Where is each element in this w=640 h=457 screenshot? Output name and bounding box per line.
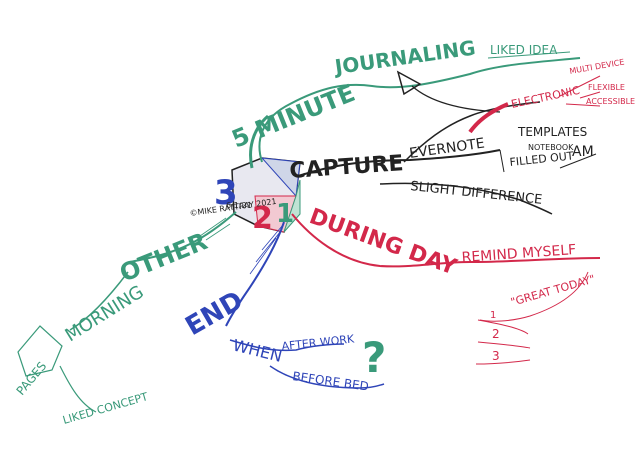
central-node: 3 2 1 6/1/21 ©MIKE RATTRAY 2021 (189, 157, 301, 236)
before-bed-line (269, 365, 385, 389)
label-when: WHEN (231, 335, 284, 366)
pages-box (17, 325, 63, 377)
label-during-day: DURING DAY (306, 204, 461, 281)
label-after-work: AFTER WORK (281, 332, 356, 353)
label-templates: TEMPLATES (517, 125, 587, 139)
label-morning: MORNING (62, 282, 148, 347)
list-item-3: 3 (492, 349, 500, 363)
capture-branch-line (297, 149, 501, 177)
great-today-line (479, 271, 589, 322)
label-notebook: NOTEBOOK (528, 143, 574, 152)
label-great-today: "GREAT TODAY" (509, 272, 596, 309)
liked-idea-underline (487, 51, 571, 59)
branch-end: END WHEN AFTER WORK BEFORE BED ? (181, 221, 386, 394)
label-slight-difference: SLIGHT DIFFERENCE (410, 179, 543, 208)
journaling-branch-line (258, 57, 581, 163)
center-number: 3 (214, 173, 238, 213)
slight-difference-line (379, 182, 553, 215)
end-branch-line (225, 221, 285, 327)
end-branch-hatch (249, 225, 283, 275)
label-remind-myself: REMIND MYSELF (461, 242, 577, 266)
label-am: AM (572, 144, 594, 160)
center-green-hatch (283, 179, 301, 233)
center-number-green: 1 (276, 199, 294, 229)
center-number-red: 2 (252, 201, 273, 236)
electronic-sub-lines (559, 75, 601, 107)
center-date: 6/1/21 (226, 201, 252, 210)
label-flexible: FLEXIBLE (588, 83, 625, 92)
other-branch-line (129, 211, 237, 263)
morning-line (69, 271, 129, 331)
label-electronic: ELECTRONIC (510, 84, 581, 111)
list-item-2: 2 (492, 327, 500, 341)
label-capture: CAPTURE (289, 151, 405, 184)
list-item-1: 1 (490, 310, 496, 321)
liked-concept-line (59, 365, 97, 413)
label-liked-concept: LIKED CONCEPT (61, 390, 149, 427)
electronic-branch-line (468, 102, 509, 134)
arrow-head-icon (396, 70, 422, 96)
list-lines (475, 319, 531, 365)
label-multi-device: MULTI DEVICE (569, 57, 625, 76)
label-before-bed: BEFORE BED (292, 369, 370, 394)
label-pages: PAGES (14, 359, 50, 398)
five-minute-branch-thick (249, 114, 270, 169)
label-other: OTHER (116, 227, 212, 287)
during-day-branch-line (291, 213, 601, 268)
arrow-shaft (411, 85, 501, 113)
capture-to-arrow-line (403, 101, 541, 163)
label-accessible: ACCESSIBLE (586, 97, 635, 106)
label-five-minute: 5 MINUTE (228, 79, 359, 154)
label-journaling: JOURNALING (331, 35, 477, 79)
center-blue-hatch (260, 157, 301, 198)
templates-links (499, 149, 597, 173)
other-branch-hatch (199, 217, 231, 241)
label-end: END (181, 286, 249, 343)
question-mark-icon: ? (362, 333, 386, 382)
label-liked-idea: LIKED IDEA (490, 43, 558, 57)
when-line (229, 339, 345, 352)
